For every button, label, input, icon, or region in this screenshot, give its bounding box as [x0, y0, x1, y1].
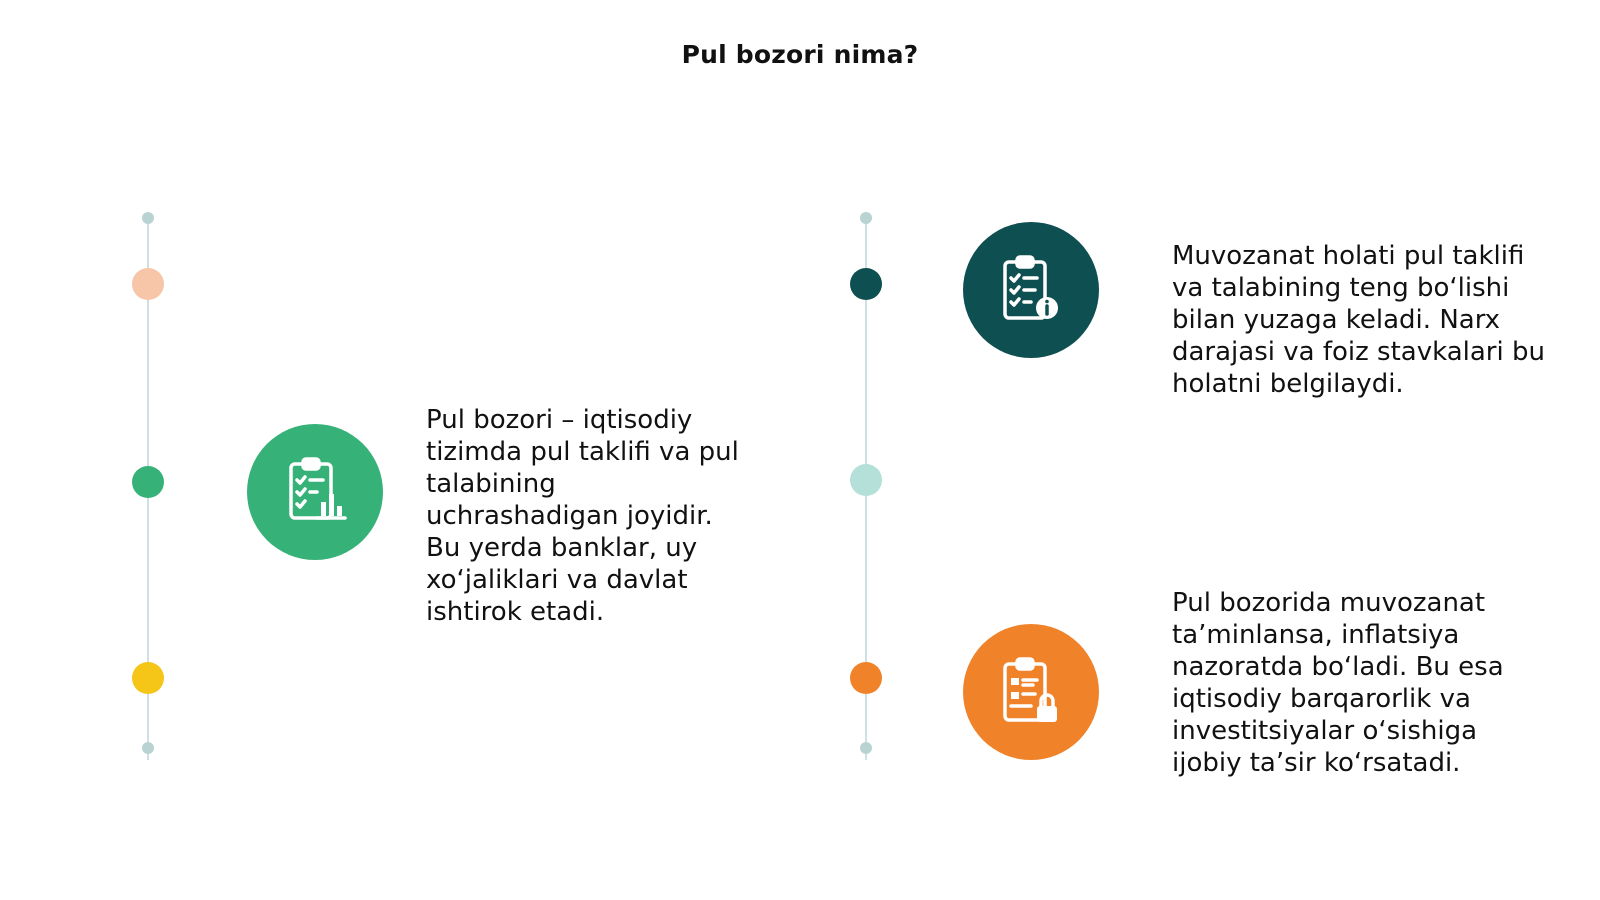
clipboard-info-icon: [963, 222, 1099, 358]
item-text-3: Pul bozorida muvozanat ta’minlansa, infl…: [1172, 588, 1504, 778]
timeline-dot-yellow: [132, 662, 164, 694]
timeline-right: [846, 212, 886, 772]
clipboard-chart-icon: [247, 424, 383, 560]
timeline-cap-bottom: [142, 742, 154, 754]
timeline-dot-dark-teal: [850, 268, 882, 300]
clipboard-lock-icon: [963, 624, 1099, 760]
timeline-cap-top: [860, 212, 872, 224]
item-text-1: Pul bozori – iqtisodiy tizimda pul takli…: [426, 405, 739, 627]
timeline-dot-peach: [132, 268, 164, 300]
timeline-dot-orange: [850, 662, 882, 694]
timeline-dot-green: [132, 466, 164, 498]
page-title: Pul bozori nima?: [681, 40, 919, 69]
timeline-dot-light-teal: [850, 464, 882, 496]
timeline-cap-bottom: [860, 742, 872, 754]
timeline-left: [128, 212, 168, 772]
timeline-cap-top: [142, 212, 154, 224]
item-text-2: Muvozanat holati pul taklifi va talabini…: [1172, 241, 1545, 399]
